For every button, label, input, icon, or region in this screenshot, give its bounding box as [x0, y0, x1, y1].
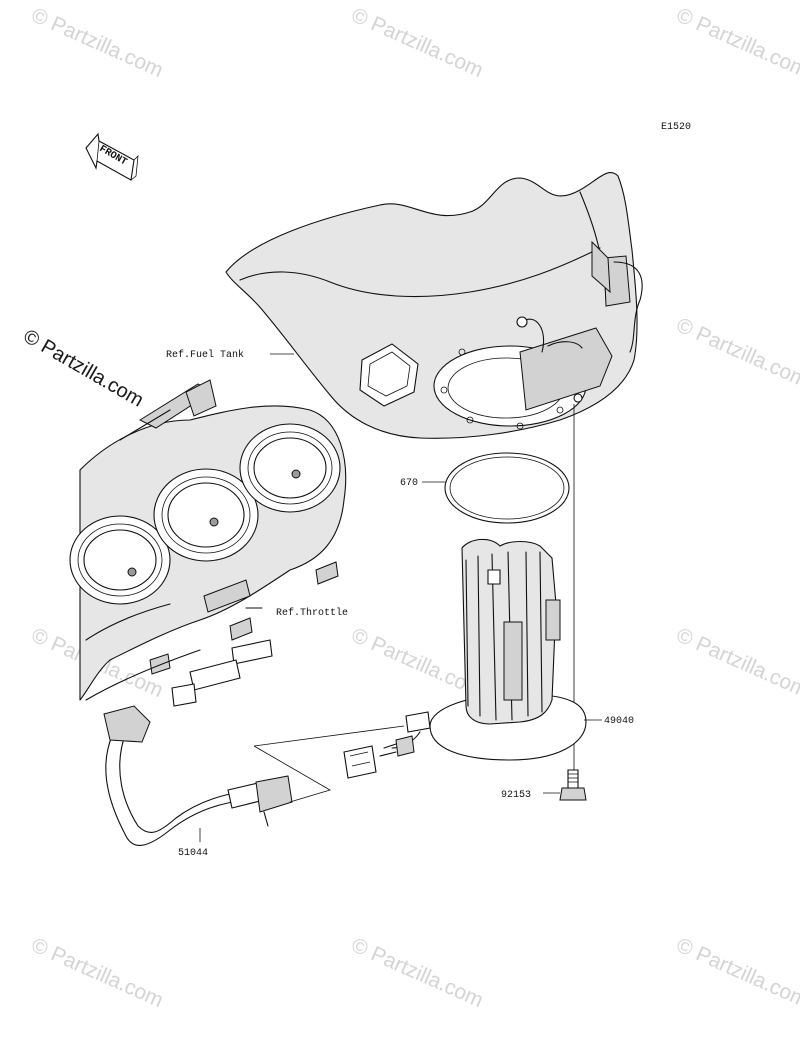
watermark-1: © Partzilla.com [28, 4, 167, 83]
watermark-2: © Partzilla.com [348, 4, 487, 83]
label-part-92153: 92153 [501, 790, 531, 801]
fuel-pump-49040 [343, 538, 587, 779]
label-ref-fuel-tank: Ref.Fuel Tank [166, 349, 244, 361]
watermark-10: © Partzilla.com [348, 934, 487, 1013]
foreground-watermark: © Partzilla.com [20, 325, 148, 411]
foreground-watermark-text: © Partzilla.com [20, 325, 148, 411]
watermark-3: © Partzilla.com [673, 4, 800, 83]
diagram-code: E1520 [661, 122, 691, 133]
fuel-hose-51044 [103, 705, 293, 846]
bolt-92153 [559, 769, 587, 801]
throttle-body-assembly [69, 379, 347, 701]
label-part-51044: 51044 [178, 848, 208, 859]
label-ref-throttle: Ref.Throttle [276, 607, 348, 619]
label-part-670: 670 [400, 478, 418, 489]
label-part-49040: 49040 [604, 716, 634, 727]
watermark-5: © Partzilla.com [673, 314, 800, 393]
gasket-670 [444, 452, 570, 524]
watermark-9: © Partzilla.com [28, 934, 167, 1013]
fuel-tank [225, 172, 643, 439]
front-arrow-icon: FRONT [85, 132, 139, 181]
connection-guide-lines [253, 725, 405, 803]
watermark-11: © Partzilla.com [673, 934, 800, 1013]
fuel-line-connector [171, 639, 273, 707]
watermark-8: © Partzilla.com [673, 624, 800, 703]
